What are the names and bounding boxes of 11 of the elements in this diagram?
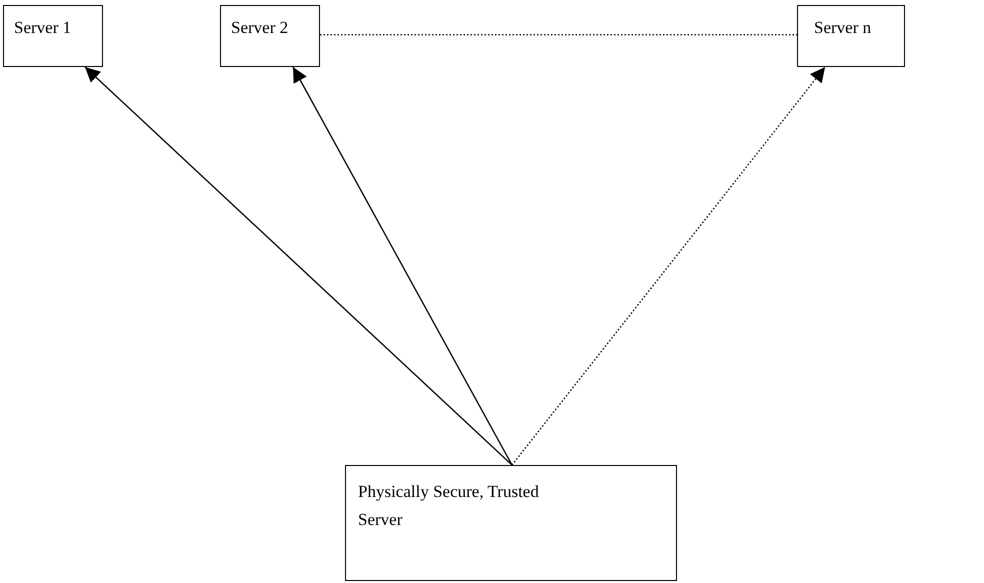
server-box — [3, 5, 103, 67]
server-box — [345, 465, 677, 581]
connector-arrow — [292, 66, 513, 466]
server-label: Server 1 — [14, 17, 72, 39]
server-label: Server n — [814, 17, 872, 39]
connector-arrow — [84, 66, 512, 466]
server-label: Server 2 — [231, 17, 290, 39]
server-label: Physically Secure, Trusted Server — [358, 481, 540, 531]
connector-arrow — [511, 66, 826, 466]
server-box — [797, 5, 905, 67]
server-box — [220, 5, 320, 67]
